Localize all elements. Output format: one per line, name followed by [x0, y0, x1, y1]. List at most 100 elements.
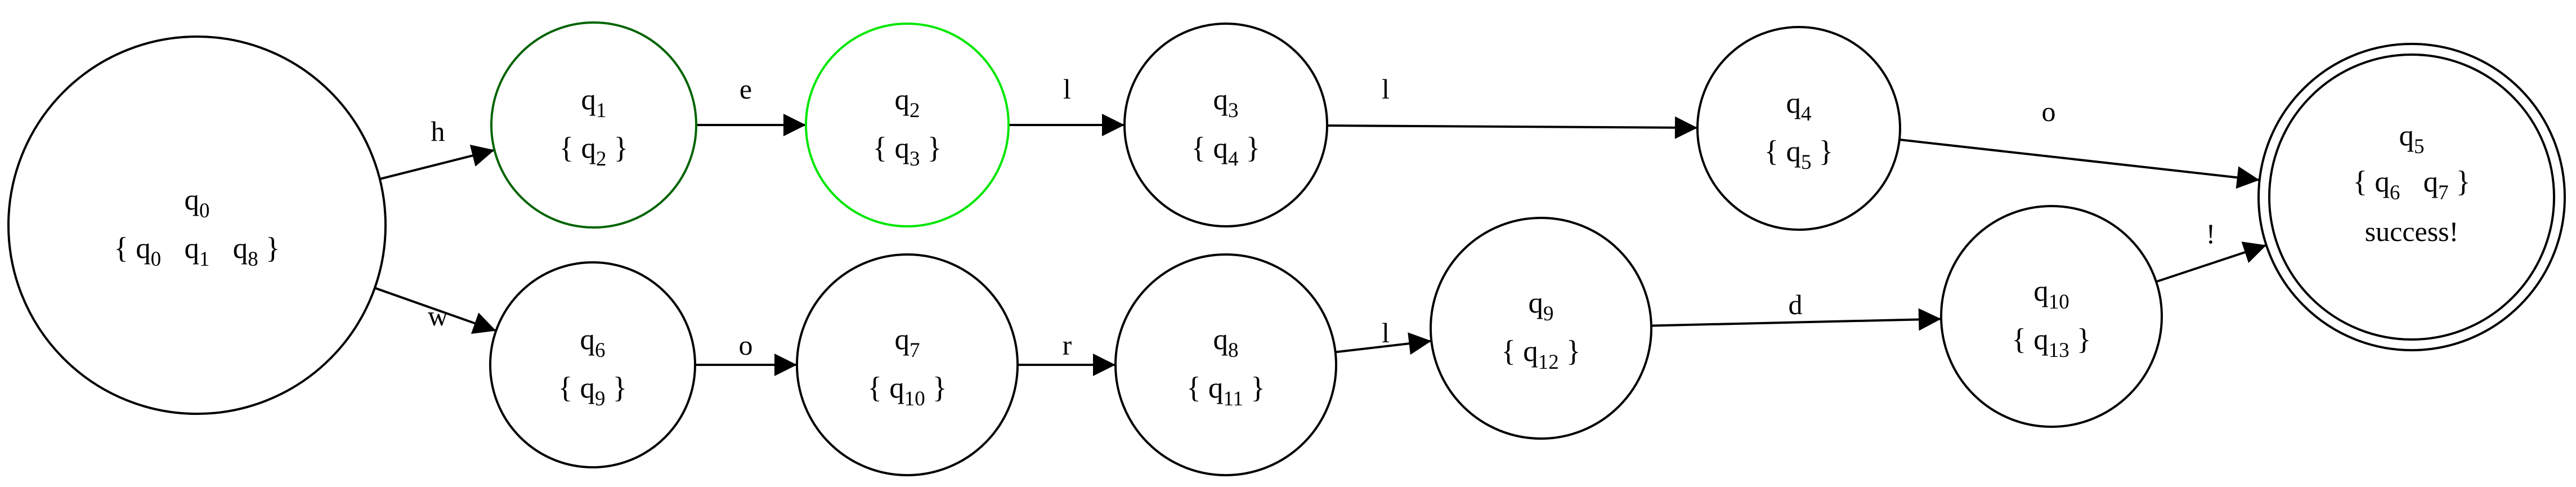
brace-close: } [2077, 323, 2091, 356]
transition-q1-q2: e [696, 73, 806, 136]
state-name: q10 [2033, 275, 2069, 314]
state-name: q9 [1529, 287, 1554, 325]
transition-q2-q3: l [1009, 73, 1125, 136]
state-name-sub: 3 [1228, 99, 1239, 122]
transition-label: l [1382, 73, 1390, 105]
subset-member-sub: 5 [1801, 151, 1812, 174]
subset-member: q [580, 372, 595, 404]
subset-member-sub: 10 [904, 387, 925, 410]
state-circle [1940, 205, 2163, 428]
subset-member-sub: 11 [1223, 387, 1243, 410]
state-circle [805, 23, 1010, 227]
state-subset: { q6 q7 } [2353, 166, 2471, 204]
transition-arrow [1651, 308, 1942, 331]
state-name-sub: 6 [595, 339, 606, 362]
subset-member: q [136, 232, 151, 265]
state-name-base: q [1213, 83, 1229, 116]
brace-open: { [559, 132, 581, 164]
transition-q6-q7: o [695, 329, 797, 376]
state-name-base: q [580, 323, 595, 356]
subset-spacer [2400, 166, 2407, 198]
states-layer: q0{ q0 q1 q8 }q1{ q2 }q2{ q3 }q3{ q4 }q4… [7, 21, 2566, 476]
state-name-base: q [1786, 87, 1802, 119]
subset-member-sub: 7 [2438, 181, 2449, 204]
brace-open: { [1502, 335, 1524, 368]
state-name: q5 [2399, 119, 2425, 158]
state-name-sub: 7 [910, 339, 920, 362]
state-q9: q9 { q12 } [1430, 217, 1652, 440]
brace-open: { [1191, 132, 1213, 164]
subset-member: q [1786, 135, 1802, 168]
state-q2: q2{ q3 } [805, 23, 1010, 227]
transition-label: o [739, 329, 753, 361]
state-subset: { q10 } [868, 372, 947, 410]
state-name-base: q [1529, 287, 1544, 319]
state-q1: q1{ q2 } [490, 21, 697, 229]
state-name-base: q [2033, 275, 2049, 307]
transition-label: l [1063, 73, 1071, 105]
state-subset: { q2 } [559, 132, 628, 171]
subset-member: q [233, 232, 248, 265]
brace-close: } [613, 372, 627, 404]
subset-spacer [1239, 132, 1246, 164]
state-circle [490, 21, 697, 229]
transition-label: o [2042, 96, 2056, 127]
state-subset: { q3 } [873, 132, 942, 171]
state-subset: { q13 } [2012, 323, 2091, 362]
subset-member: q [2033, 323, 2049, 356]
transition-q7-q8: r [1018, 329, 1115, 376]
subset-member: q [1213, 132, 1229, 164]
subset-member-sub: 9 [595, 387, 606, 410]
transition-q0-q6: w [374, 287, 497, 334]
state-name-sub: 0 [199, 199, 210, 222]
brace-close: } [614, 132, 628, 164]
state-name: q4 [1786, 87, 1812, 126]
subset-member-sub: 8 [248, 248, 258, 271]
subset-spacer [1243, 372, 1251, 404]
state-name-sub: 1 [596, 99, 607, 122]
subset-spacer [258, 232, 266, 265]
subset-member-sub: 2 [596, 148, 607, 171]
transition-arrow [379, 144, 495, 180]
state-subset: { q11 } [1186, 372, 1265, 410]
transition-q3-q4: l [1327, 73, 1698, 139]
transition-q0-q1: h [379, 115, 495, 180]
subset-member: q [1208, 372, 1224, 404]
transition-q4-q5: o [1899, 96, 2260, 189]
brace-open: { [868, 372, 890, 404]
accept-ring [2268, 53, 2555, 341]
state-name-base: q [895, 323, 910, 356]
brace-close: } [1251, 372, 1265, 404]
subset-spacer [161, 232, 168, 265]
transition-q8-q9: l [1335, 317, 1432, 355]
subset-member-sub: 4 [1228, 148, 1239, 171]
brace-open: { [873, 132, 895, 164]
transition-label: r [1063, 329, 1072, 361]
subset-member-sub: 1 [199, 248, 210, 271]
state-subset: { q12 } [1502, 335, 1581, 374]
brace-open: { [558, 372, 580, 404]
state-name-sub: 5 [2414, 135, 2425, 158]
brace-close: } [266, 232, 280, 265]
state-subset: { q9 } [558, 372, 627, 410]
subset-spacer [606, 372, 613, 404]
brace-close: } [1246, 132, 1260, 164]
transition-label: w [428, 300, 448, 332]
subset-member-sub: 0 [151, 248, 162, 271]
state-circle [1430, 217, 1652, 440]
state-circle [1114, 253, 1337, 476]
state-name-base: q [185, 184, 200, 216]
state-q8: q8{ q11 } [1114, 253, 1337, 476]
brace-close: } [2456, 166, 2470, 198]
transition-label: d [1789, 289, 1803, 320]
subset-spacer [1559, 335, 1566, 368]
transition-q10-q5: ! [2156, 218, 2267, 283]
subset-spacer [920, 132, 928, 164]
state-circle [489, 261, 696, 468]
state-name-sub: 4 [1801, 102, 1812, 126]
subset-spacer [1812, 135, 1819, 168]
brace-close: } [1566, 335, 1580, 368]
transition-label: h [431, 115, 445, 147]
state-subset: { q5 } [1764, 135, 1833, 174]
